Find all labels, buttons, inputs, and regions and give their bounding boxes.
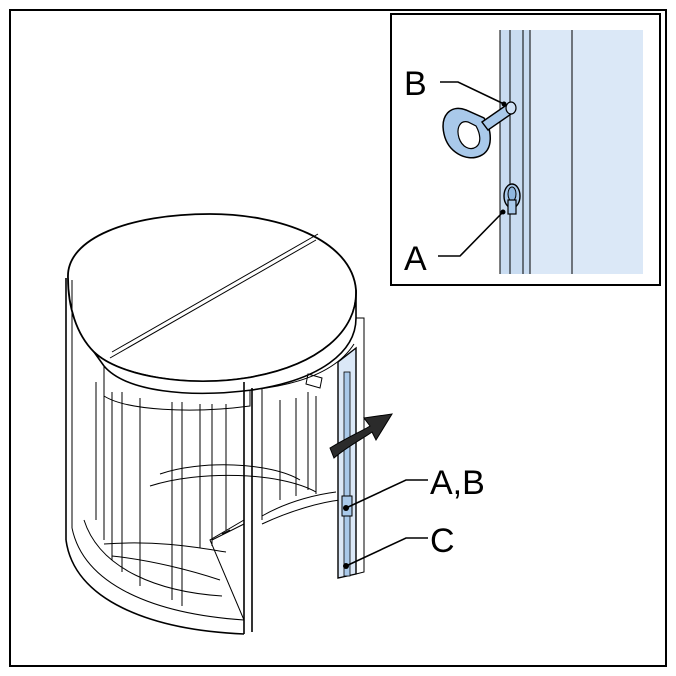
revolving-door xyxy=(65,213,393,635)
rotation-arrow-icon xyxy=(329,413,393,459)
label-ab: A,B xyxy=(430,464,485,502)
callout-line-a xyxy=(438,211,504,257)
label-b: B xyxy=(404,65,427,103)
callout-line-b xyxy=(440,81,505,105)
label-c: C xyxy=(430,522,455,560)
key-icon xyxy=(442,101,517,159)
callout-line-c xyxy=(345,537,428,567)
callout-line-ab xyxy=(345,479,428,509)
label-a: A xyxy=(404,240,427,278)
lock-cylinder-icon xyxy=(503,183,521,215)
detail-inset: B A xyxy=(390,13,661,286)
